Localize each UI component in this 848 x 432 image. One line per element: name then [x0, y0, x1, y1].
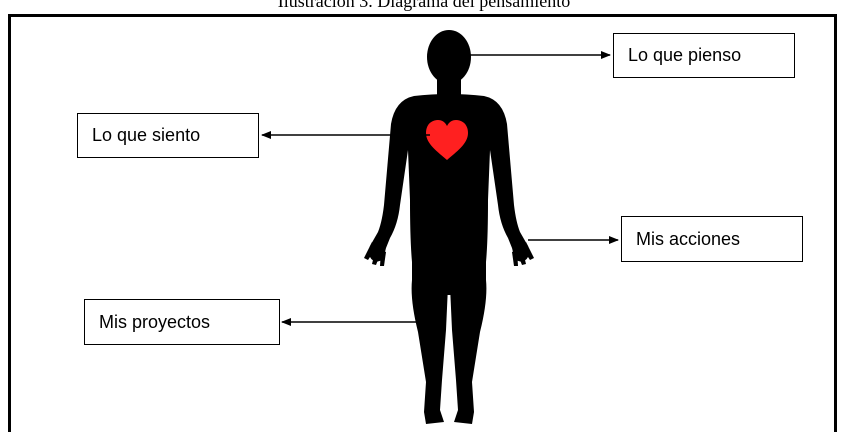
label-feelings: Lo que siento — [77, 113, 259, 158]
human-silhouette-icon — [364, 30, 534, 424]
label-thoughts: Lo que pienso — [613, 33, 795, 78]
label-actions: Mis acciones — [621, 216, 803, 262]
label-projects: Mis proyectos — [84, 299, 280, 345]
